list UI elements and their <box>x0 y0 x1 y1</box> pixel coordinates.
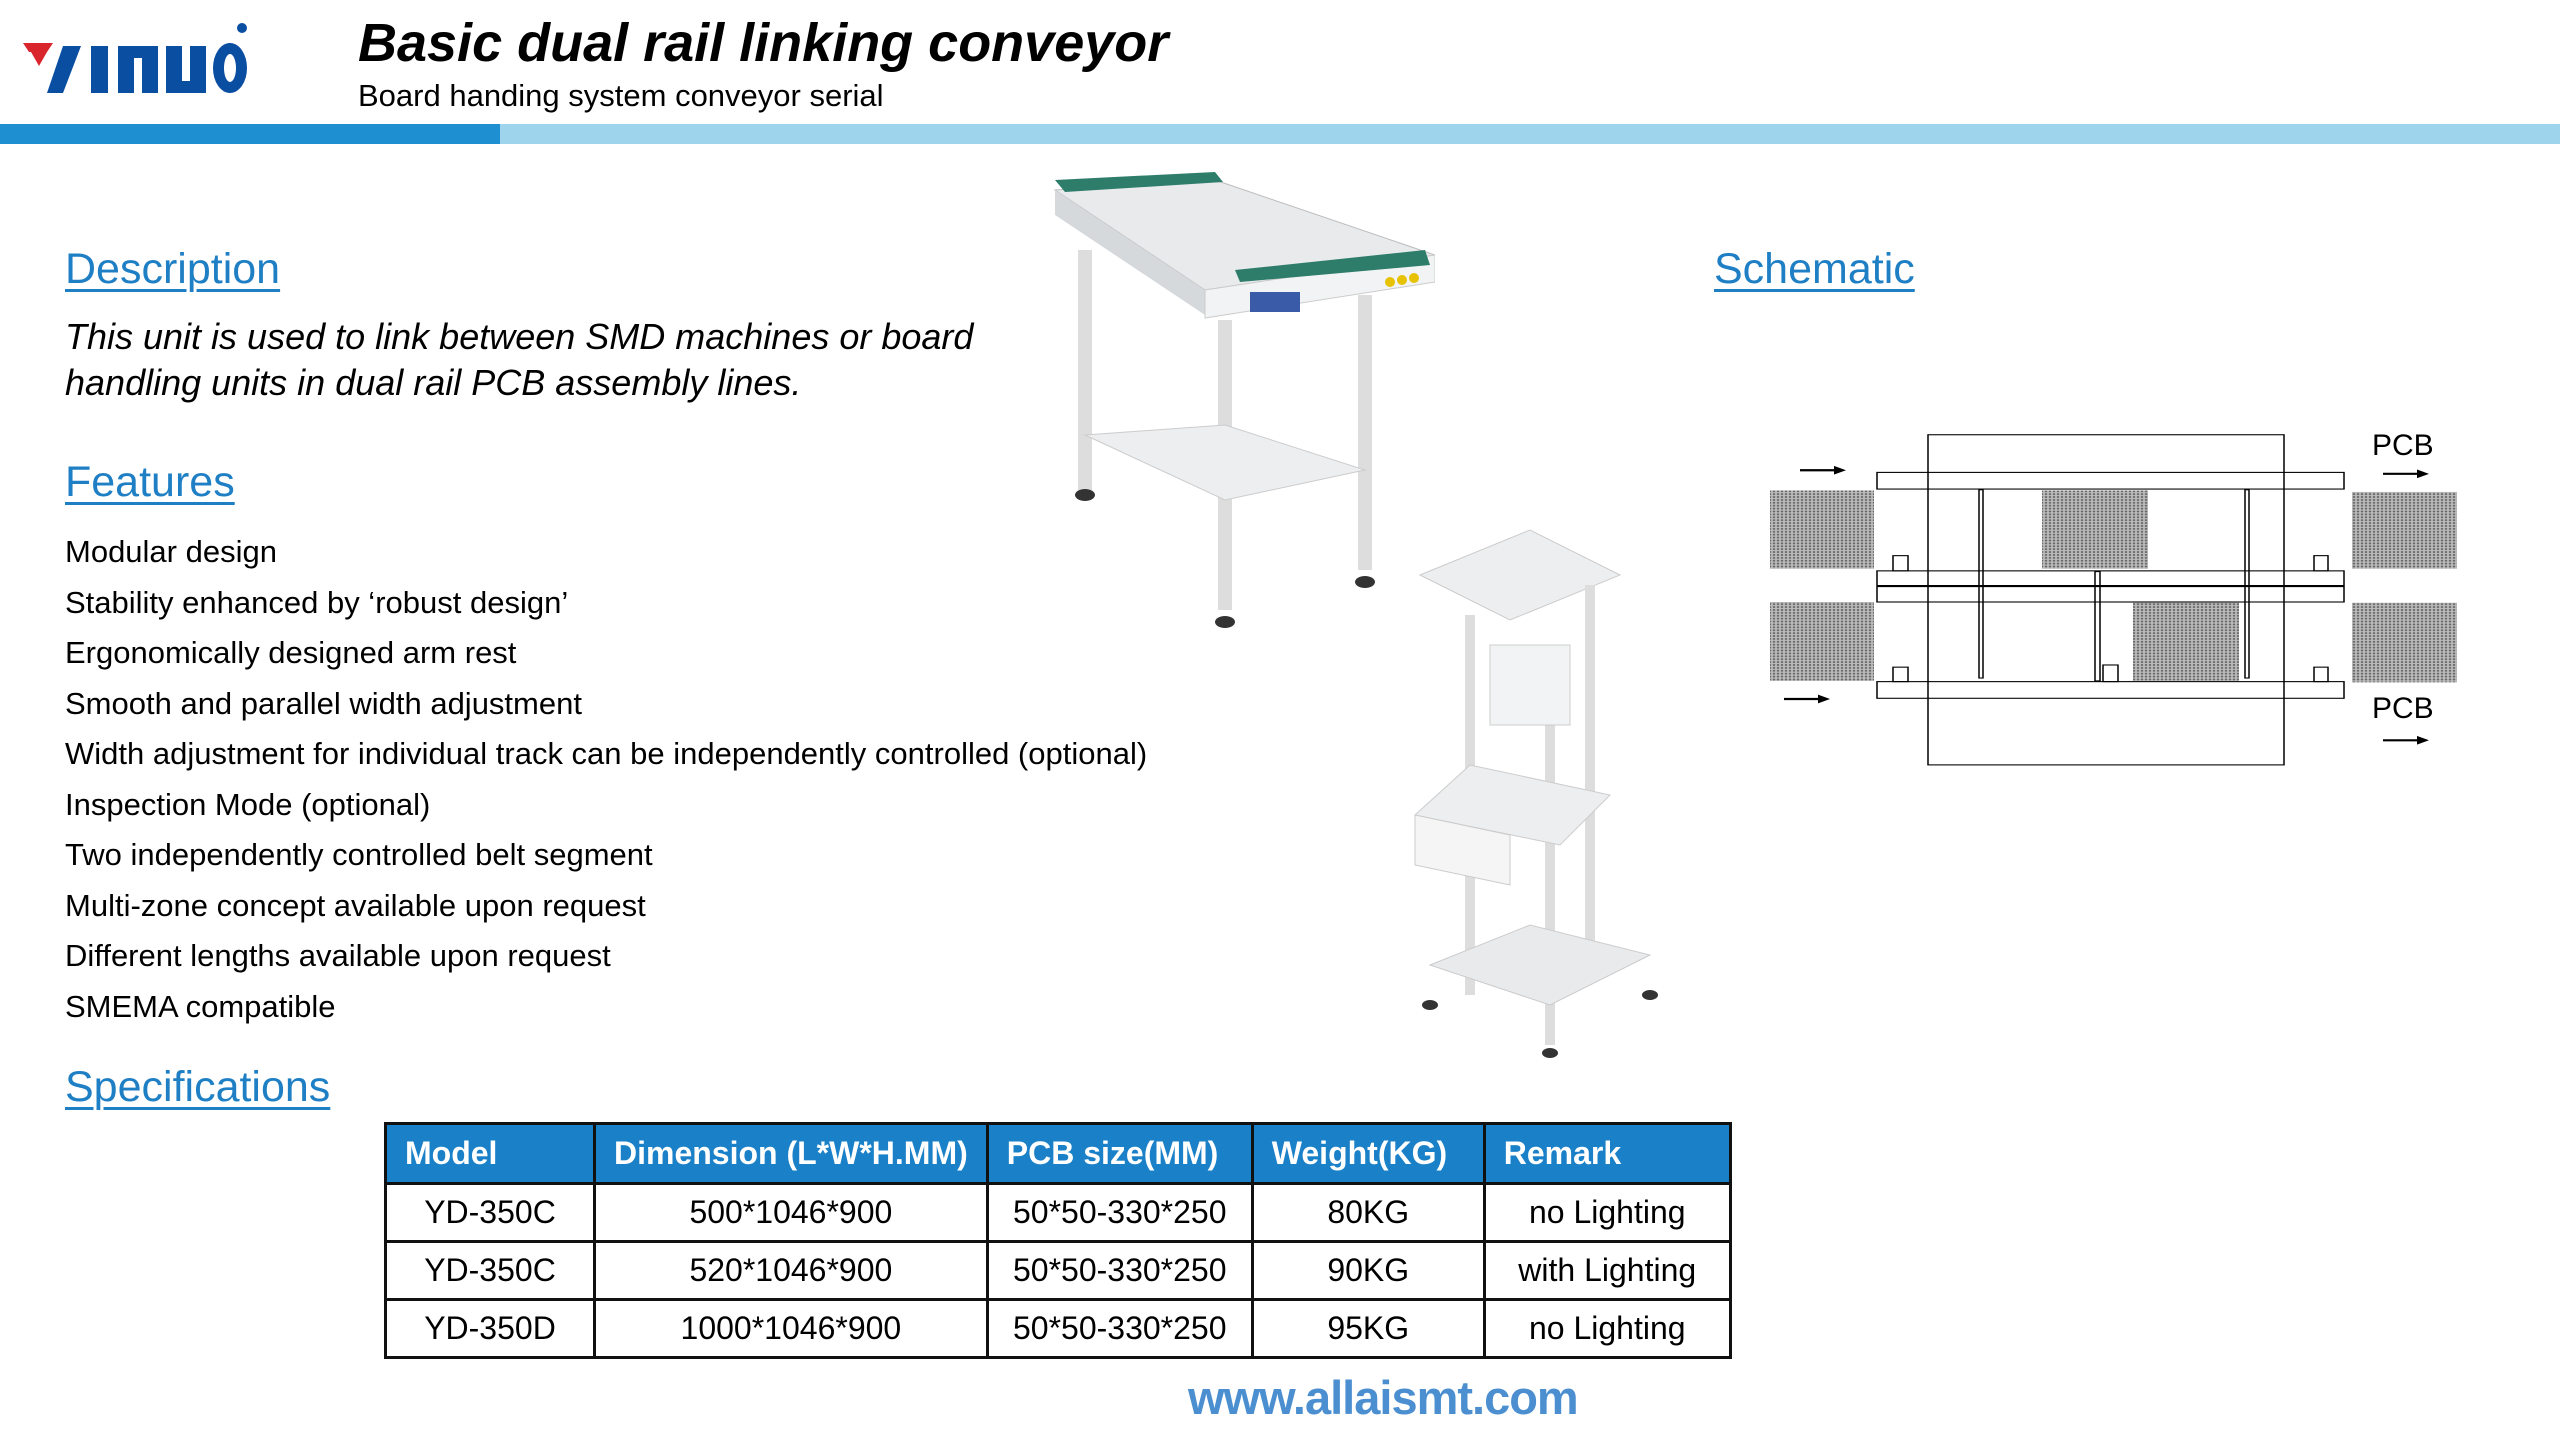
cell-dimension: 1000*1046*900 <box>593 1298 989 1359</box>
cell-remark: no Lighting <box>1482 1298 1732 1359</box>
feature-item: Inspection Mode (optional) <box>65 786 431 822</box>
page-subtitle: Board handing system conveyor serial <box>358 78 884 113</box>
column-header: Model <box>384 1122 596 1185</box>
feature-item: Two independently controlled belt segmen… <box>65 837 653 872</box>
feature-item: Stability enhanced by ‘robust design’ <box>65 584 569 620</box>
cell-pcb-size: 50*50-330*250 <box>985 1298 1254 1359</box>
cell-remark: with Lighting <box>1482 1240 1732 1301</box>
feature-item: Ergonomically designed arm rest <box>65 635 517 670</box>
page-title: Basic dual rail linking conveyor <box>358 13 1169 73</box>
cell-weight: 80KG <box>1250 1182 1486 1243</box>
feature-item: Width adjustment for individual track ca… <box>65 736 1148 771</box>
column-header: PCB size(MM) <box>985 1122 1254 1185</box>
feature-item: Different lengths available upon request <box>65 938 611 973</box>
cell-dimension: 520*1046*900 <box>593 1240 989 1301</box>
website-link[interactable]: www.allaismt.com <box>1188 1371 1579 1424</box>
specifications-table: Model Dimension (L*W*H.MM) PCB size(MM) … <box>384 1122 1732 1359</box>
conveyor-schematic: PCB PCB <box>1770 429 2457 766</box>
conveyor-product-photo <box>1053 172 1435 628</box>
cell-weight: 90KG <box>1250 1240 1486 1301</box>
pcb-label-top: PCB <box>2372 429 2434 462</box>
column-header: Remark <box>1482 1122 1732 1185</box>
table-row: YD-350C 520*1046*900 50*50-330*250 90KG … <box>384 1240 1732 1301</box>
column-header: Dimension (L*W*H.MM) <box>593 1122 989 1185</box>
description-heading[interactable]: Description <box>65 245 281 293</box>
feature-item: Modular design <box>65 534 277 569</box>
column-header: Weight(KG) <box>1250 1122 1486 1185</box>
description-text: This unit is used to link between SMD ma… <box>65 316 974 403</box>
table-row: YD-350C 500*1046*900 50*50-330*250 80KG … <box>384 1182 1732 1243</box>
cell-remark: no Lighting <box>1482 1182 1732 1243</box>
specifications-heading[interactable]: Specifications <box>65 1063 331 1111</box>
cell-model: YD-350C <box>384 1182 596 1243</box>
cell-dimension: 500*1046*900 <box>593 1182 989 1243</box>
feature-item: SMEMA compatible <box>65 988 336 1024</box>
header-bar-accent <box>0 124 500 144</box>
cell-weight: 95KG <box>1250 1298 1486 1359</box>
feature-item: Smooth and parallel width adjustment <box>65 685 582 721</box>
header-bar <box>500 124 2560 144</box>
features-list: Modular design Stability enhanced by ‘ro… <box>65 527 1147 1032</box>
features-heading[interactable]: Features <box>65 458 235 506</box>
cell-model: YD-350D <box>384 1298 596 1359</box>
schematic-heading[interactable]: Schematic <box>1714 245 1915 293</box>
inspection-conveyor-photo <box>1413 529 1658 1058</box>
pcb-label-bottom: PCB <box>2372 692 2434 725</box>
yinuo-logo <box>23 23 247 93</box>
table-row: YD-350D 1000*1046*900 50*50-330*250 95KG… <box>384 1298 1732 1359</box>
table-header-row: Model Dimension (L*W*H.MM) PCB size(MM) … <box>384 1122 1732 1185</box>
cell-pcb-size: 50*50-330*250 <box>985 1240 1254 1301</box>
cell-model: YD-350C <box>384 1240 596 1301</box>
cell-pcb-size: 50*50-330*250 <box>985 1182 1254 1243</box>
feature-item: Multi-zone concept available upon reques… <box>65 887 646 923</box>
